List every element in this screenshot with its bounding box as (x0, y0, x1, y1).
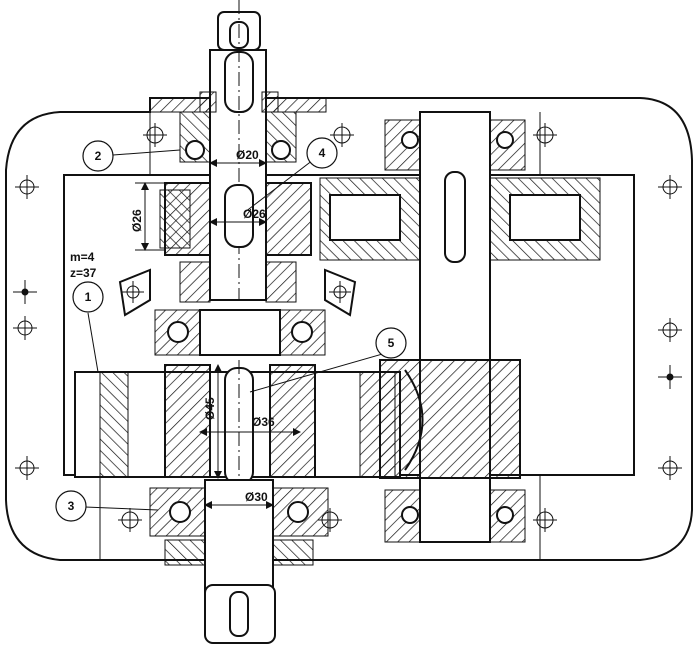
input-shaft (209, 0, 267, 301)
svg-text:3: 3 (68, 499, 75, 513)
dim-d45: Ø45 (203, 397, 217, 420)
dim-d30: Ø30 (245, 490, 268, 504)
dim-d20: Ø20 (236, 148, 259, 162)
svg-text:5: 5 (388, 336, 395, 350)
callout-5: 5 (375, 327, 407, 359)
dim-d36: Ø36 (252, 415, 275, 429)
svg-text:2: 2 (95, 149, 102, 163)
svg-text:1: 1 (85, 290, 92, 304)
callout-3: 3 (55, 490, 87, 522)
teeth-label: z=37 (70, 266, 97, 280)
callout-4: 4 (306, 137, 338, 169)
dimension-lines (135, 159, 301, 509)
input-bearing-bottom (118, 261, 357, 317)
callout-leaders (84, 149, 387, 511)
dim-d26-vertical: Ø26 (130, 209, 144, 232)
module-label: m=4 (70, 250, 95, 264)
output-shaft (149, 479, 329, 644)
input-pinion (159, 182, 312, 256)
intermediate-bearings (154, 309, 326, 356)
countershaft (319, 111, 601, 543)
input-bearing-top (149, 91, 327, 163)
callout-2: 2 (82, 140, 114, 172)
dim-d26-horizontal: Ø26 (243, 207, 266, 221)
housing (5, 97, 693, 561)
crosshair-icon (13, 123, 682, 532)
svg-text:4: 4 (319, 146, 326, 160)
callout-1: 1 (72, 281, 104, 313)
